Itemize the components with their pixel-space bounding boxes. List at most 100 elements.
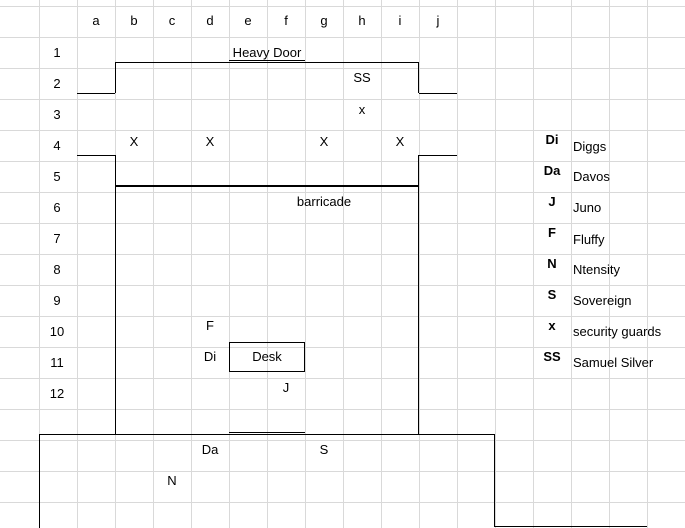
gridline-horizontal (0, 471, 685, 472)
legend-name-diggs: Diggs (573, 139, 607, 154)
legend-name-davos: Davos (573, 169, 610, 184)
row-header-2: 2 (53, 76, 61, 91)
gridline-horizontal (0, 37, 685, 38)
gridline-horizontal (0, 6, 685, 7)
column-header-g: g (320, 13, 328, 28)
gridline-vertical (571, 0, 572, 528)
marker-guard-b4: X (129, 134, 139, 149)
gridline-horizontal (0, 316, 685, 317)
top-wall (115, 62, 419, 63)
marker-ntensity: N (167, 473, 177, 488)
gridline-vertical (343, 0, 344, 528)
marker-diggs: Di (203, 349, 217, 364)
marker-davos: Da (201, 442, 219, 457)
left-alcove-bottom (77, 155, 115, 156)
barricade-line (115, 185, 419, 187)
gridline-vertical (381, 0, 382, 528)
row-header-4: 4 (53, 138, 61, 153)
row-header-11: 11 (50, 355, 64, 370)
lower-room-top-wall (39, 434, 495, 435)
marker-guard-d4: X (205, 134, 215, 149)
row-header-5: 5 (53, 169, 61, 184)
column-header-f: f (284, 13, 288, 28)
legend-name-samuel-silver: Samuel Silver (573, 355, 654, 370)
legend-code-security-guards: x (548, 318, 556, 333)
row-header-12: 12 (49, 386, 65, 401)
left-alcove-top (77, 93, 115, 94)
gridline-horizontal (0, 285, 685, 286)
bottom-door-line-upper (229, 432, 305, 433)
column-header-h: h (358, 13, 366, 28)
marker-fluffy: F (206, 318, 214, 333)
row-header-6: 6 (53, 200, 61, 215)
right-alcove-bottom (419, 155, 457, 156)
gridline-vertical (39, 0, 40, 528)
gridline-vertical (229, 0, 230, 528)
desk-box (229, 342, 305, 372)
marker-sovereign: S (319, 442, 329, 457)
heavy-door-line (229, 60, 305, 61)
gridline-horizontal (0, 502, 685, 503)
legend-code-diggs: Di (545, 132, 559, 147)
row-header-8: 8 (53, 262, 61, 277)
gridline-horizontal (0, 130, 685, 131)
gridline-vertical (305, 0, 306, 528)
marker-security-guard: x (358, 102, 366, 117)
gridline-horizontal (0, 161, 685, 162)
row-header-9: 9 (53, 293, 61, 308)
legend-code-davos: Da (543, 163, 561, 178)
left-wall-lower (115, 155, 116, 435)
column-header-c: c (168, 13, 176, 28)
gridline-vertical (77, 0, 78, 528)
gridline-vertical (533, 0, 534, 528)
gridline-vertical (191, 0, 192, 528)
gridline-horizontal (0, 99, 685, 100)
column-header-e: e (244, 13, 252, 28)
lower-room-right-wall (494, 434, 495, 527)
legend-code-samuel-silver: SS (543, 349, 561, 364)
column-header-b: b (130, 13, 138, 28)
legend-code-ntensity: N (547, 256, 557, 271)
gridline-vertical (495, 0, 496, 528)
legend-code-sovereign: S (547, 287, 557, 302)
left-wall-upper (115, 62, 116, 93)
gridline-horizontal (0, 192, 685, 193)
right-alcove-top (419, 93, 457, 94)
column-header-d: d (206, 13, 214, 28)
legend-name-security-guards: security guards (573, 324, 662, 339)
column-header-i: i (398, 13, 402, 28)
gridline-horizontal (0, 68, 685, 69)
legend-code-juno: J (548, 194, 556, 209)
legend-name-fluffy: Fluffy (573, 232, 605, 247)
right-wall-upper (418, 62, 419, 93)
right-wall-lower (418, 155, 419, 435)
row-header-7: 7 (53, 231, 61, 246)
column-header-a: a (92, 13, 100, 28)
gridline-horizontal (0, 409, 685, 410)
gridline-vertical (457, 0, 458, 528)
marker-juno: J (282, 380, 290, 395)
legend-name-juno: Juno (573, 200, 602, 215)
column-header-j: j (436, 13, 440, 28)
gridline-vertical (419, 0, 420, 528)
gridline-horizontal (0, 347, 685, 348)
gridline-vertical (609, 0, 610, 528)
row-header-1: 1 (53, 45, 61, 60)
desk-label: Desk (252, 349, 282, 364)
legend-code-fluffy: F (548, 225, 556, 240)
marker-guard-i4: X (395, 134, 405, 149)
legend-name-sovereign: Sovereign (573, 293, 632, 308)
gridline-horizontal (0, 223, 685, 224)
gridline-vertical (153, 0, 154, 528)
row-header-10: 10 (49, 324, 65, 339)
gridline-vertical (647, 0, 648, 528)
heavy-door-label: Heavy Door (232, 45, 302, 60)
gridline-horizontal (0, 254, 685, 255)
row-header-3: 3 (53, 107, 61, 122)
legend-name-ntensity: Ntensity (573, 262, 620, 277)
marker-guard-g4: X (319, 134, 329, 149)
barricade-label: barricade (296, 194, 352, 209)
gridline-horizontal (0, 440, 685, 441)
gridline-horizontal (0, 378, 685, 379)
